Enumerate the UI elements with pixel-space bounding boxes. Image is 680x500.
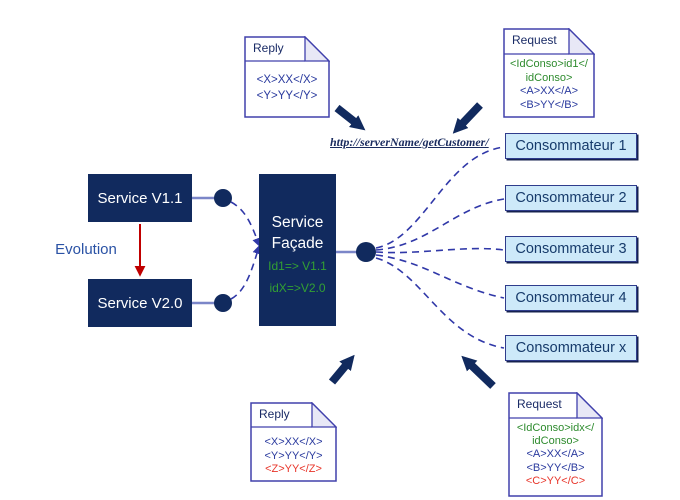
xml-line: <A>XX</A> (519, 85, 579, 97)
xml-line: <Y>YY</Y> (264, 449, 323, 462)
xml-line: idConso> (525, 71, 573, 84)
document-title: Reply (253, 41, 284, 55)
xml-line: <C>YY</C> (525, 474, 586, 487)
reply-bottom-arrow (328, 354, 355, 385)
xml-line: <IdConso>id1</ (510, 58, 588, 70)
consumer-box-1: Consommateur 1 (505, 133, 637, 159)
consumer-box-2: Consommateur 2 (505, 185, 637, 211)
document-body: <IdConso>id1</ idConso> <A>XX</A> <B>YY<… (503, 58, 595, 112)
reply-top-arrow (334, 104, 366, 131)
request-top-arrow (452, 102, 483, 134)
service-v11-label: Service V1.1 (97, 189, 183, 207)
document-page-icon (250, 402, 337, 482)
document-page-icon (508, 392, 603, 497)
request-document-bottom: Request <IdConso>idx</ idConso> <A>XX</A… (508, 392, 603, 497)
document-body: <X>XX</X> <Y>YY</Y> <Z>YY</Z> (250, 436, 337, 477)
consumer-box-3: Consommateur 3 (505, 236, 637, 262)
request-bottom-arrow (461, 355, 496, 389)
document-body: <X>XX</X> <Y>YY</Y> (244, 72, 330, 104)
consumer-box-x: Consommateur x (505, 335, 637, 361)
service-v20-label: Service V2.0 (97, 294, 183, 312)
service-facade-box: Service Façade Id1=> V1.1 idX=>V2.0 (259, 174, 336, 326)
facade-mapping-line2: idX=>V2.0 (269, 281, 326, 295)
evolution-label: Evolution (55, 241, 117, 258)
facade-title-line1: Service (271, 214, 324, 231)
consumer-x-label: Consommateur x (515, 340, 627, 356)
endpoint-url-label: http://serverName/getCustomer/ (330, 135, 489, 149)
document-title: Reply (259, 407, 290, 421)
request-document-top: Request <IdConso>id1</ idConso> <A>XX</A… (503, 28, 595, 118)
junction-dot-v20 (214, 294, 232, 312)
document-page-icon (244, 36, 330, 118)
xml-line: idConso> (532, 435, 579, 448)
document-title: Request (517, 397, 562, 411)
consumer-4-label: Consommateur 4 (515, 290, 627, 306)
consumer-2-label: Consommateur 2 (515, 190, 627, 206)
service-v20-box: Service V2.0 (88, 279, 192, 327)
reply-document-top: Reply <X>XX</X> <Y>YY</Y> (244, 36, 330, 118)
message-flow-arrows (328, 102, 496, 389)
xml-line: <X>XX</X> (256, 74, 318, 86)
xml-line: <Z>YY</Z> (265, 463, 322, 475)
xml-line: <B>YY</B> (526, 461, 585, 474)
xml-line: <B>YY</B> (519, 98, 579, 111)
xml-line: <Y>YY</Y> (256, 90, 318, 102)
service-v11-box: Service V1.1 (88, 174, 192, 222)
consumer-3-label: Consommateur 3 (515, 241, 627, 257)
facade-mapping-line1: Id1=> V1.1 (268, 259, 327, 273)
xml-line: <A>XX</A> (526, 448, 585, 461)
consumer-box-4: Consommateur 4 (505, 285, 637, 311)
junction-dot-v11 (214, 189, 232, 207)
facade-fanout-lines (336, 146, 505, 349)
consumer-1-label: Consommateur 1 (515, 138, 627, 154)
service-connector-lines (192, 189, 262, 312)
document-body: <IdConso>idx</ idConso> <A>XX</A> <B>YY<… (508, 422, 603, 488)
facade-title-line2: Façade (271, 235, 324, 252)
document-title: Request (512, 33, 557, 47)
xml-line: <IdConso>idx</ (516, 422, 595, 434)
junction-dot-facade (356, 242, 376, 262)
reply-document-bottom: Reply <X>XX</X> <Y>YY</Y> <Z>YY</Z> (250, 402, 337, 482)
document-page-icon (503, 28, 595, 118)
xml-line: <X>XX</X> (264, 436, 323, 448)
